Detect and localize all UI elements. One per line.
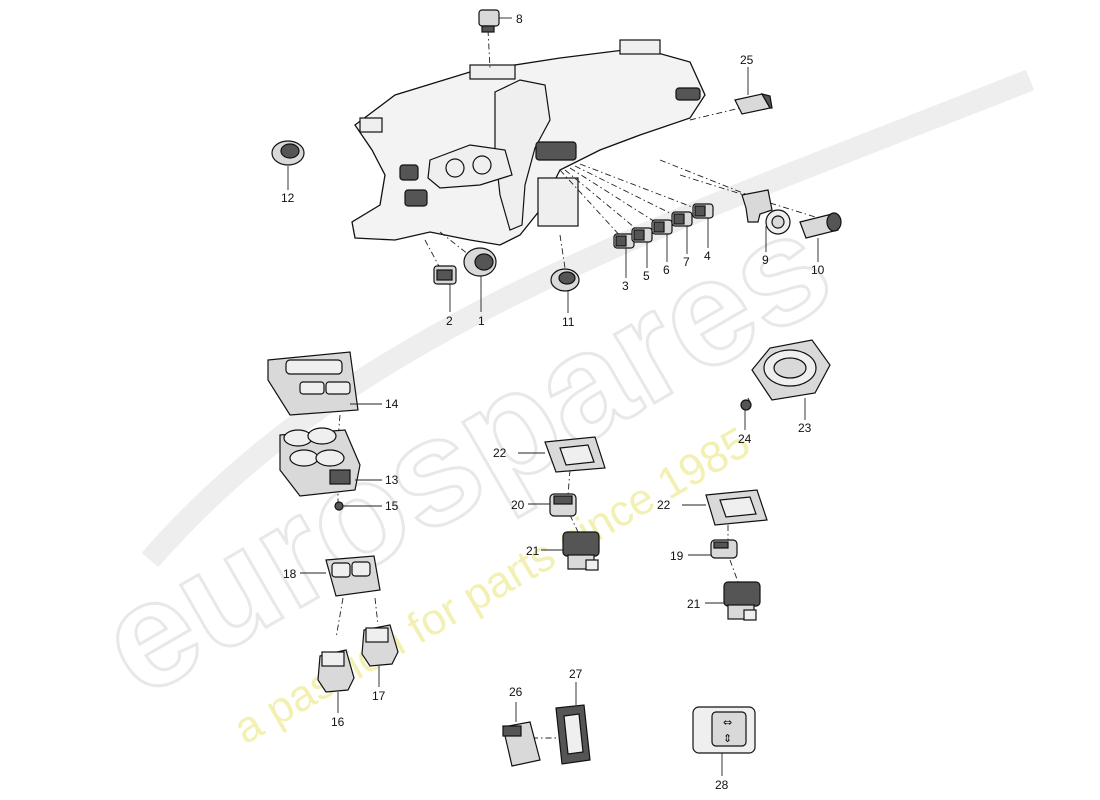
part-27 [555, 704, 591, 765]
callout-6: 6 [663, 263, 670, 277]
callout-13: 13 [385, 473, 399, 487]
part-19 [710, 539, 738, 559]
part-20 [549, 493, 577, 517]
part-21a [562, 531, 600, 571]
part-12 [271, 140, 305, 166]
callout-14: 14 [385, 397, 399, 411]
callout-3: 3 [622, 279, 629, 293]
callout-27: 27 [569, 667, 583, 681]
part-26 [502, 721, 541, 767]
callout-17: 17 [372, 689, 386, 703]
part-2 [433, 265, 457, 285]
part-22b [705, 489, 768, 526]
leader-lines [287, 17, 819, 776]
part-8 [478, 9, 500, 33]
part-18 [325, 555, 381, 597]
callout-18: 18 [283, 567, 297, 581]
part-10 [799, 212, 842, 239]
part-23 [751, 339, 831, 401]
dashboard-assembly [351, 39, 706, 246]
part-28: ⇔ ⇕ [692, 706, 756, 754]
callout-21-lower: 21 [687, 597, 701, 611]
callout-28: 28 [715, 778, 729, 792]
part-22a [544, 436, 606, 473]
callout-1: 1 [478, 314, 485, 328]
callout-21-upper: 21 [526, 544, 540, 558]
part-14 [267, 351, 359, 416]
callout-26: 26 [509, 685, 523, 699]
left-vent [399, 164, 419, 181]
part-3 [613, 233, 635, 249]
callout-labels: 8 25 12 2 1 11 3 5 6 7 4 9 10 14 13 15 1… [281, 12, 825, 792]
callout-10: 10 [811, 263, 825, 277]
callout-25: 25 [740, 53, 754, 67]
watermark-swoosh [141, 69, 1035, 568]
part-15 [334, 501, 344, 511]
callout-11: 11 [562, 315, 575, 329]
parts: ⇔ ⇕ [267, 9, 842, 767]
center-console-panel [494, 79, 551, 231]
part-7 [671, 211, 693, 227]
part-25 [734, 93, 773, 115]
callout-20: 20 [511, 498, 525, 512]
callout-15: 15 [385, 499, 399, 513]
svg-text:⇔: ⇔ [723, 716, 732, 729]
instrument-cluster [427, 144, 513, 189]
part-13 [279, 427, 361, 497]
part-1 [463, 247, 497, 277]
callout-7: 7 [683, 255, 690, 269]
part-5 [631, 227, 653, 243]
svg-text:⇕: ⇕ [723, 732, 732, 745]
callout-16: 16 [331, 715, 345, 729]
callout-8: 8 [516, 12, 523, 26]
callout-12: 12 [281, 191, 295, 205]
center-vent [535, 141, 577, 161]
part-16 [317, 649, 355, 693]
callout-4: 4 [704, 249, 711, 263]
part-24 [740, 399, 752, 411]
part-9 [741, 189, 791, 235]
callout-22-lower: 22 [657, 498, 671, 512]
part-6 [651, 219, 673, 235]
callout-24: 24 [738, 432, 752, 446]
part-4 [692, 203, 714, 219]
callout-2: 2 [446, 314, 453, 328]
switch-panel [537, 177, 579, 227]
part-11 [550, 268, 580, 292]
part-17 [361, 624, 399, 667]
callout-22-upper: 22 [493, 446, 507, 460]
callout-19: 19 [670, 549, 684, 563]
right-vent [675, 87, 701, 101]
callout-23: 23 [798, 421, 812, 435]
callout-9: 9 [762, 253, 769, 267]
part-21b [723, 581, 761, 621]
callout-5: 5 [643, 269, 650, 283]
connector-lines [335, 29, 826, 739]
